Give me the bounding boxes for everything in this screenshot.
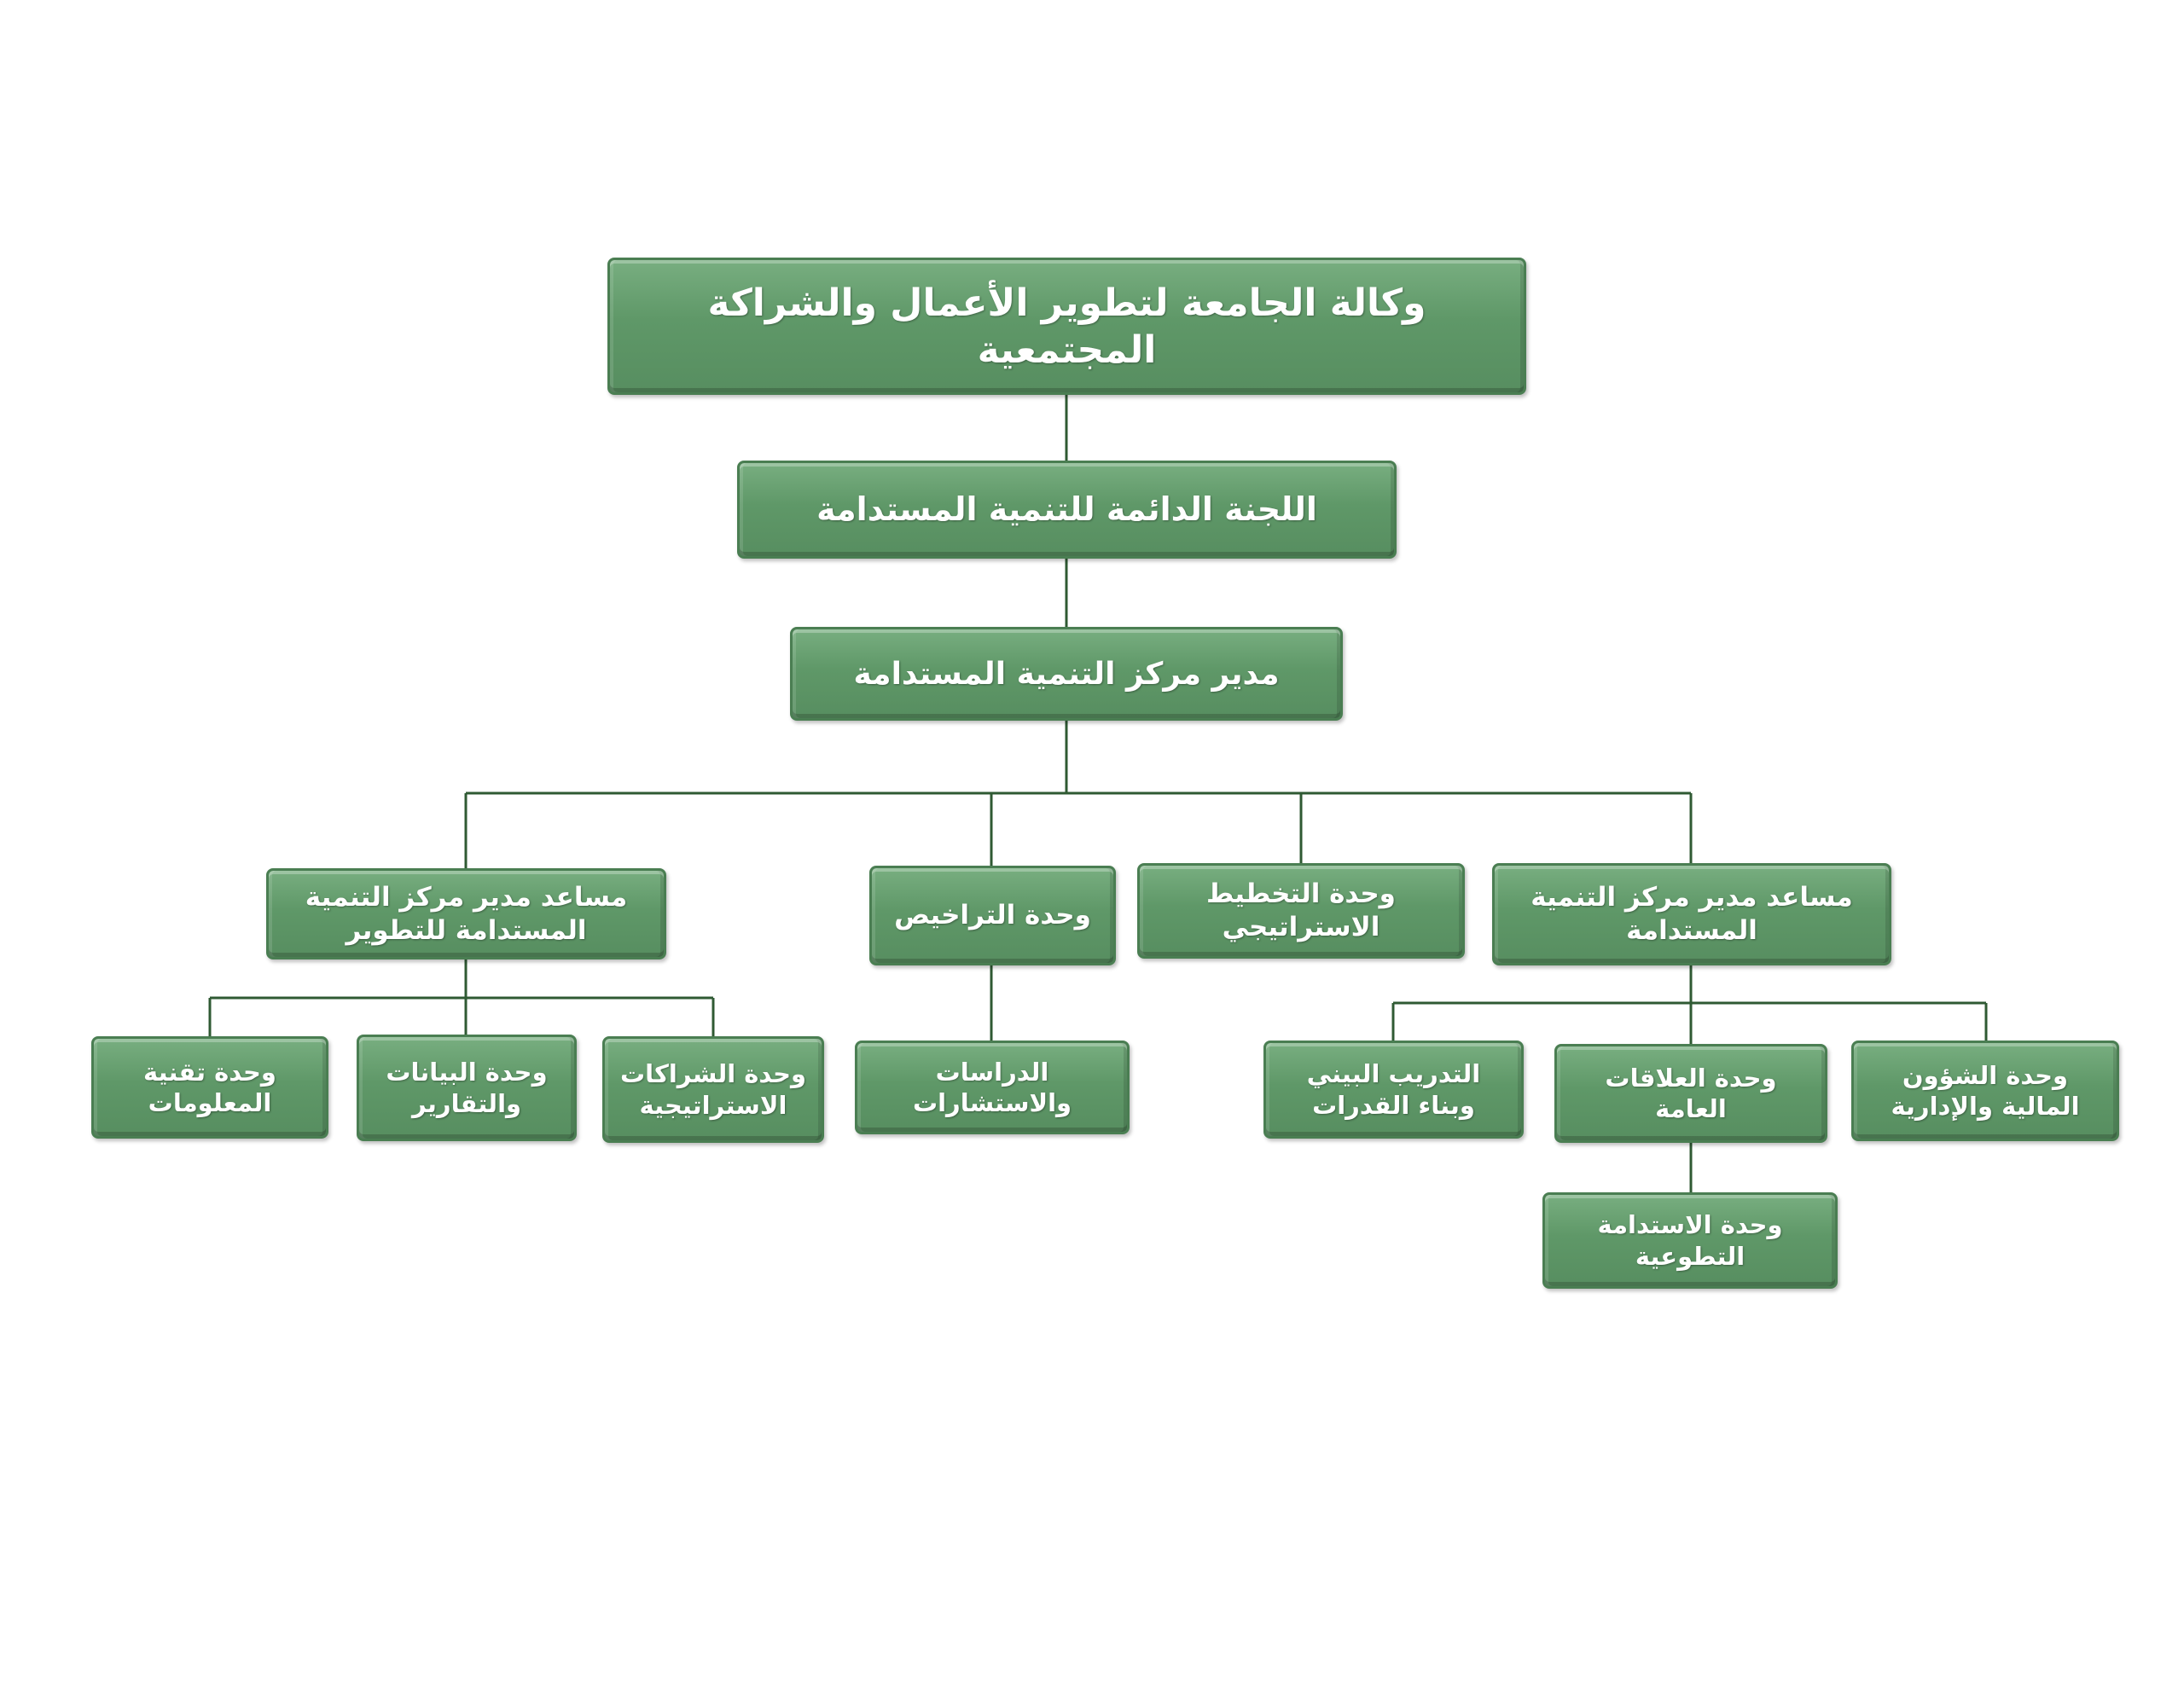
node-university-agency: وكالة الجامعة لتطوير الأعمال والشراكة ال… [607,258,1526,395]
node-center-director: مدير مركز التنمية المستدامة [790,627,1343,721]
node-licensing-unit: وحدة التراخيص [869,866,1116,965]
node-label: التدريب البيني وبناء القدرات [1306,1059,1481,1120]
node-public-relations-unit: وحدة العلاقات العامة [1554,1044,1827,1143]
node-permanent-committee: اللجنة الدائمة للتنمية المستدامة [737,461,1397,559]
node-label: وحدة البيانات والتقارير [386,1058,548,1118]
node-label: وحدة التخطيط الاستراتيجي [1206,878,1396,942]
node-strategic-planning-unit: وحدة التخطيط الاستراتيجي [1137,863,1465,959]
node-label: مدير مركز التنمية المستدامة [853,656,1280,692]
node-label: وحدة الشؤون المالية والإدارية [1891,1060,2080,1121]
node-assistant-director-sustainability: مساعد مدير مركز التنمية المستدامة [1492,863,1891,965]
node-it-unit: وحدة تقنية المعلومات [91,1036,328,1139]
node-volunteer-sustainability-unit: وحدة الاستدامة التطوعية [1542,1192,1838,1289]
node-assistant-director-development: مساعد مدير مركز التنمية المستدامة للتطوي… [266,868,666,959]
node-studies-consultations: الدراسات والاستشارات [855,1041,1130,1134]
node-label: وحدة العلاقات العامة [1605,1063,1777,1123]
node-data-reports-unit: وحدة البيانات والتقارير [357,1035,577,1141]
node-environmental-training-unit: التدريب البيني وبناء القدرات [1263,1041,1524,1139]
node-label: وحدة الاستدامة التطوعية [1597,1210,1783,1271]
node-label: وحدة تقنية المعلومات [143,1057,276,1117]
node-label: وحدة التراخيص [894,900,1091,931]
node-label: مساعد مدير مركز التنمية المستدامة [1531,882,1853,946]
node-label: اللجنة الدائمة للتنمية المستدامة [816,490,1317,528]
node-label: وحدة الشراكات الاستراتيجية [619,1059,807,1120]
node-strategic-partnerships-unit: وحدة الشراكات الاستراتيجية [602,1036,824,1143]
node-label: مساعد مدير مركز التنمية المستدامة للتطوي… [305,881,628,946]
node-label: وكالة الجامعة لتطوير الأعمال والشراكة ال… [707,281,1426,372]
node-label: الدراسات والاستشارات [912,1057,1072,1117]
node-financial-admin-unit: وحدة الشؤون المالية والإدارية [1851,1041,2119,1141]
